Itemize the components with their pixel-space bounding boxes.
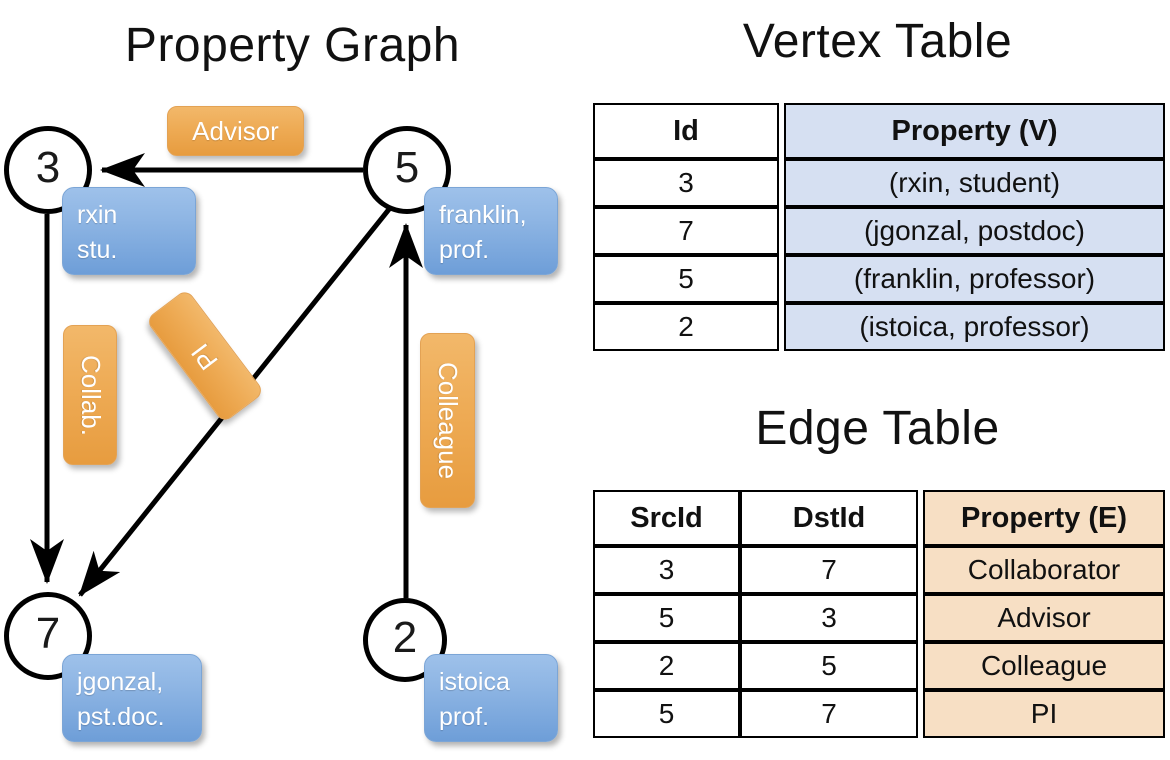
edge-table: SrcId DstId Property (E) 3 7 Collaborato…	[593, 490, 1165, 738]
table-row: 2 (istoica, professor)	[593, 303, 1165, 351]
edge-row-2-property: Colleague	[923, 642, 1165, 690]
edge-table-column-gap	[918, 490, 923, 546]
vertex-table-header-id: Id	[593, 103, 779, 159]
edge-label-collab-text: Collab.	[75, 354, 106, 436]
edge-row-1-dst: 3	[740, 594, 918, 642]
edge-row-2-src: 2	[593, 642, 740, 690]
vertex-row-2-id: 5	[593, 255, 779, 303]
page-title-property-graph: Property Graph	[124, 19, 461, 72]
table-row: 7 (jgonzal, postdoc)	[593, 207, 1165, 255]
node-property-3-line2: stu.	[77, 235, 118, 264]
vertex-table-column-gap	[779, 103, 784, 159]
edge-row-0-dst: 7	[740, 546, 918, 594]
graph-node-2[interactable]: 2	[363, 598, 447, 682]
page-title-edge-table: Edge Table	[755, 402, 1000, 455]
vertex-table: Id Property (V) 3 (rxin, student) 7 (jgo…	[593, 103, 1165, 351]
table-row: 2 5 Colleague	[593, 642, 1165, 690]
edge-table-header-row: SrcId DstId Property (E)	[593, 490, 1165, 546]
vertex-table-header-row: Id Property (V)	[593, 103, 1165, 159]
edge-row-2-dst: 5	[740, 642, 918, 690]
edge-table-header-property: Property (E)	[923, 490, 1165, 546]
edge-label-collab: Collab.	[63, 325, 117, 465]
edge-table-header-srcid: SrcId	[593, 490, 740, 546]
vertex-row-1-id: 7	[593, 207, 779, 255]
vertex-table-column-gap	[779, 255, 784, 303]
edge-row-3-property: PI	[923, 690, 1165, 738]
node-property-5-line1: franklin,	[439, 201, 527, 229]
node-property-callout-3: rxin stu.	[62, 187, 196, 275]
edge-label-pi-text: PI	[185, 337, 224, 376]
edge-row-1-src: 5	[593, 594, 740, 642]
node-property-callout-7: jgonzal, pst.doc.	[62, 654, 202, 742]
edge-row-3-src: 5	[593, 690, 740, 738]
edge-table-header-dstid: DstId	[740, 490, 918, 546]
node-property-3-line1: rxin	[77, 201, 118, 229]
node-property-7-line2: pst.doc.	[77, 702, 165, 731]
edge-row-0-src: 3	[593, 546, 740, 594]
vertex-row-0-property: (rxin, student)	[784, 159, 1165, 207]
vertex-table-header-property: Property (V)	[784, 103, 1165, 159]
table-row: 5 3 Advisor	[593, 594, 1165, 642]
graph-node-2-label: 2	[392, 613, 418, 662]
edge-row-0-property: Collaborator	[923, 546, 1165, 594]
vertex-table-column-gap	[779, 303, 784, 351]
edge-table-column-gap	[918, 546, 923, 594]
node-property-2-line2: prof.	[439, 702, 490, 731]
table-row: 5 (franklin, professor)	[593, 255, 1165, 303]
node-property-2-line1: istoica	[439, 668, 510, 696]
edge-label-colleague: Colleague	[420, 333, 475, 508]
edge-table-column-gap	[918, 690, 923, 738]
graph-node-5[interactable]: 5	[363, 126, 451, 214]
vertex-table-column-gap	[779, 159, 784, 207]
vertex-row-1-property: (jgonzal, postdoc)	[784, 207, 1165, 255]
table-row: 5 7 PI	[593, 690, 1165, 738]
table-row: 3 (rxin, student)	[593, 159, 1165, 207]
edge-table-column-gap	[918, 642, 923, 690]
edge-table-column-gap	[918, 594, 923, 642]
edge-label-colleague-text: Colleague	[433, 361, 463, 480]
vertex-row-0-id: 3	[593, 159, 779, 207]
vertex-row-3-property: (istoica, professor)	[784, 303, 1165, 351]
vertex-row-2-property: (franklin, professor)	[784, 255, 1165, 303]
page-title-vertex-table: Vertex Table	[742, 15, 1013, 68]
graph-node-7-label: 7	[35, 609, 61, 658]
vertex-row-3-id: 2	[593, 303, 779, 351]
edge-label-advisor: Advisor	[167, 106, 304, 156]
node-property-7-line1: jgonzal,	[77, 668, 164, 696]
edge-row-3-dst: 7	[740, 690, 918, 738]
edge-row-1-property: Advisor	[923, 594, 1165, 642]
graph-node-3-label: 3	[35, 143, 61, 192]
vertex-table-column-gap	[779, 207, 784, 255]
graph-node-5-label: 5	[394, 143, 420, 192]
node-property-5-line2: prof.	[439, 235, 490, 264]
node-property-callout-2: istoica prof.	[424, 654, 558, 742]
table-row: 3 7 Collaborator	[593, 546, 1165, 594]
node-property-callout-5: franklin, prof.	[424, 187, 558, 275]
edge-label-advisor-text: Advisor	[192, 115, 279, 146]
